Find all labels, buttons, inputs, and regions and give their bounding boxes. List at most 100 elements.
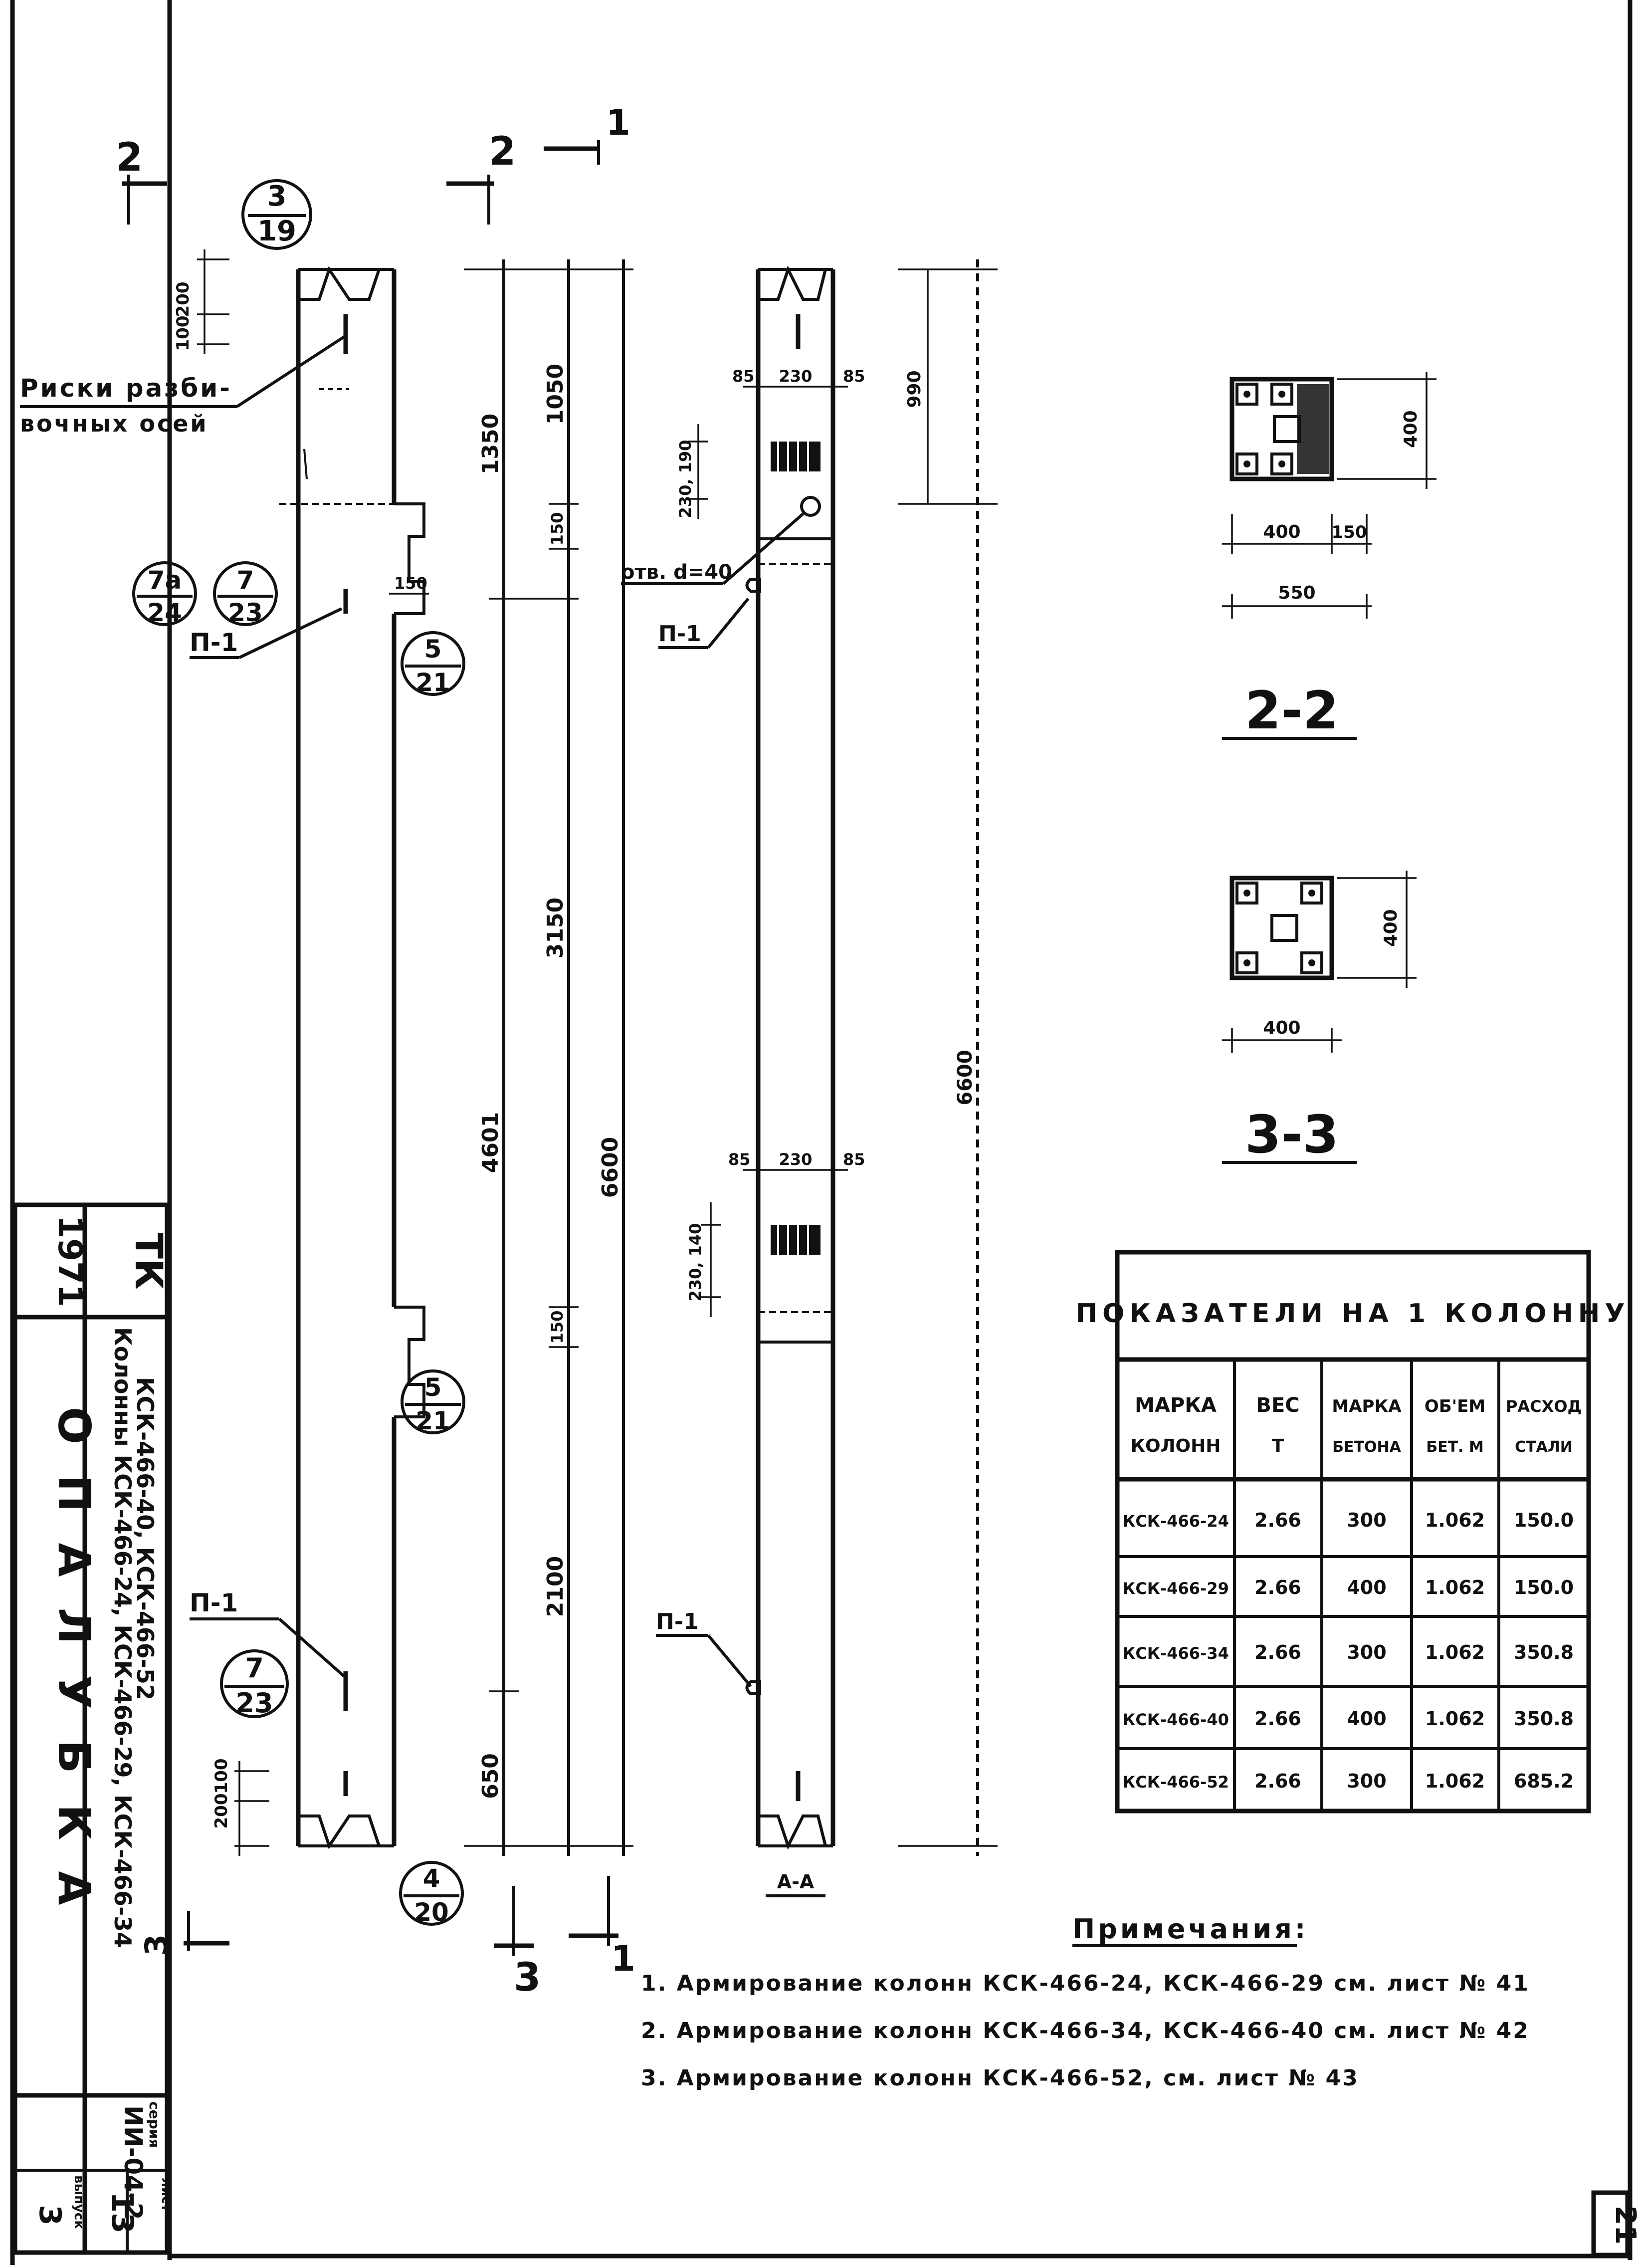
svg-text:ОБ'ЕМ: ОБ'ЕМ (1425, 1396, 1485, 1416)
callout-5-21-bottom: 5 21 (401, 1369, 465, 1435)
section-marker-2-left: 2 (116, 135, 167, 225)
svg-text:230, 190: 230, 190 (676, 440, 695, 518)
svg-text:1: 1 (606, 102, 630, 143)
svg-text:23: 23 (228, 598, 263, 627)
svg-text:2: 2 (116, 135, 143, 180)
svg-text:23: 23 (235, 1687, 273, 1719)
svg-text:БЕТОНА: БЕТОНА (1332, 1438, 1401, 1456)
svg-text:19: 19 (257, 215, 296, 247)
svg-text:6600: 6600 (954, 1050, 977, 1105)
page-number: 21 (1591, 2190, 1641, 2258)
title-block: 1971 ТК Колонны КСК-466-24, КСК-466-29, … (12, 1202, 174, 2255)
svg-text:Риски разби-: Риски разби- (20, 374, 232, 403)
p1-label-left-top: П-1 (190, 607, 343, 659)
titleblock-name: ОПАЛУБКА (48, 1407, 100, 1936)
column-side-view (745, 265, 835, 1850)
dims-bottom-left: 200 100 (211, 1759, 269, 1856)
svg-text:85: 85 (843, 1150, 865, 1169)
section-marker-1-top: 1 (544, 102, 630, 165)
svg-text:300: 300 (1347, 1770, 1386, 1792)
svg-text:7: 7 (245, 1652, 264, 1684)
section-marker-3-left: 3 (138, 1911, 229, 1956)
svg-text:3150: 3150 (543, 898, 568, 958)
callout-7a-24: 7a 24 (132, 561, 197, 627)
svg-text:КСК-466-52: КСК-466-52 (1122, 1773, 1229, 1792)
svg-text:230, 140: 230, 140 (686, 1223, 705, 1302)
svg-text:1: 1 (611, 1938, 635, 1979)
svg-text:2.66: 2.66 (1254, 1770, 1301, 1792)
svg-text:400: 400 (1401, 410, 1421, 448)
svg-text:А-А: А-А (777, 1871, 815, 1893)
titleblock-year: 1971 (51, 1215, 89, 1307)
svg-text:1.062: 1.062 (1425, 1770, 1485, 1792)
svg-text:2.66: 2.66 (1254, 1641, 1301, 1663)
table-row: КСК-466-24 2.66 300 1.062 150.0 (1122, 1509, 1574, 1531)
svg-text:1.062: 1.062 (1425, 1509, 1485, 1531)
svg-text:П-1: П-1 (190, 1588, 238, 1617)
titleblock-tk: ТК (127, 1233, 171, 1290)
section-marker-1-bottom: 1 (569, 1876, 635, 1979)
svg-text:990: 990 (904, 370, 925, 408)
dims-side-right: 990 6600 (898, 259, 998, 1856)
note-item: 3. Армирование колонн КСК-466-52, см. ли… (641, 2065, 1359, 2091)
svg-text:150.0: 150.0 (1514, 1577, 1574, 1598)
callout-3-19: 3 19 (241, 179, 312, 250)
svg-text:2.66: 2.66 (1254, 1577, 1301, 1598)
svg-text:150: 150 (1332, 522, 1367, 542)
section-marker-3-bottom: 3 (494, 1886, 541, 2000)
svg-text:отв. d=40: отв. d=40 (621, 561, 732, 584)
svg-text:4: 4 (423, 1864, 440, 1893)
svg-text:200: 200 (173, 282, 193, 317)
svg-text:БЕТ. М: БЕТ. М (1426, 1438, 1484, 1456)
svg-text:21: 21 (415, 668, 450, 697)
svg-text:П-1: П-1 (190, 628, 238, 657)
svg-text:400: 400 (1263, 522, 1300, 542)
table-row: КСК-466-34 2.66 300 1.062 350.8 (1122, 1641, 1574, 1663)
callout-7-23-top: 7 23 (213, 561, 278, 627)
hole-label: отв. d=40 (621, 512, 804, 585)
svg-text:1.062: 1.062 (1425, 1641, 1485, 1663)
svg-text:КОЛОНН: КОЛОНН (1131, 1436, 1221, 1456)
view-label-aa: А-А (766, 1871, 825, 1897)
p1-label-side-top: П-1 (658, 598, 750, 649)
svg-text:24: 24 (147, 598, 182, 627)
svg-text:7a: 7a (148, 566, 182, 595)
svg-text:350.8: 350.8 (1514, 1641, 1574, 1663)
section-2-2-title: 2-2 (1245, 680, 1339, 741)
svg-text:МАРКА: МАРКА (1332, 1396, 1402, 1416)
svg-text:1.062: 1.062 (1425, 1577, 1485, 1598)
svg-text:230: 230 (779, 367, 813, 386)
note-item: 1. Армирование колонн КСК-466-24, КСК-46… (641, 1971, 1530, 1996)
callout-5-21-top: 5 21 (401, 631, 465, 697)
svg-text:550: 550 (1278, 583, 1315, 603)
svg-text:МАРКА: МАРКА (1135, 1394, 1217, 1417)
table-row: КСК-466-40 2.66 400 1.062 350.8 (1122, 1708, 1574, 1730)
svg-text:400: 400 (1347, 1708, 1386, 1730)
svg-text:150.0: 150.0 (1514, 1509, 1574, 1531)
section-3-3: 400 400 3-3 (1222, 871, 1417, 1165)
dims-side-middle: 85 230 85 230, 140 (686, 1150, 865, 1317)
svg-text:2.66: 2.66 (1254, 1509, 1301, 1531)
table-headers: МАРКА КОЛОНН ВЕС Т МАРКА БЕТОНА ОБ'ЕМ БЕ… (1131, 1394, 1582, 1456)
section-2-2: 400 400 150 550 2-2 (1222, 372, 1436, 741)
dim-chains-main: 1350 1050 150 3150 150 4601 6600 2100 65… (464, 259, 633, 1856)
titleblock-subject-line1: Колонны КСК-466-24, КСК-466-29, КСК-466-… (109, 1327, 136, 1948)
svg-text:4601: 4601 (478, 1112, 503, 1173)
svg-text:7: 7 (237, 566, 254, 595)
svg-text:2: 2 (489, 129, 516, 174)
svg-text:П-1: П-1 (656, 1609, 699, 1634)
note-item: 2. Армирование колонн КСК-466-34, КСК-46… (641, 2018, 1530, 2043)
svg-text:100: 100 (173, 316, 193, 351)
svg-text:3: 3 (267, 180, 287, 213)
svg-text:85: 85 (728, 1150, 751, 1169)
svg-text:2.66: 2.66 (1254, 1708, 1301, 1730)
callout-4-20: 4 20 (399, 1861, 464, 1927)
section-3-3-title: 3-3 (1245, 1104, 1339, 1165)
svg-text:400: 400 (1263, 1018, 1300, 1038)
svg-text:350.8: 350.8 (1514, 1708, 1574, 1730)
svg-text:Т: Т (1272, 1436, 1284, 1456)
svg-text:150: 150 (394, 574, 427, 593)
svg-text:20: 20 (414, 1898, 449, 1927)
svg-text:2100: 2100 (543, 1556, 568, 1617)
